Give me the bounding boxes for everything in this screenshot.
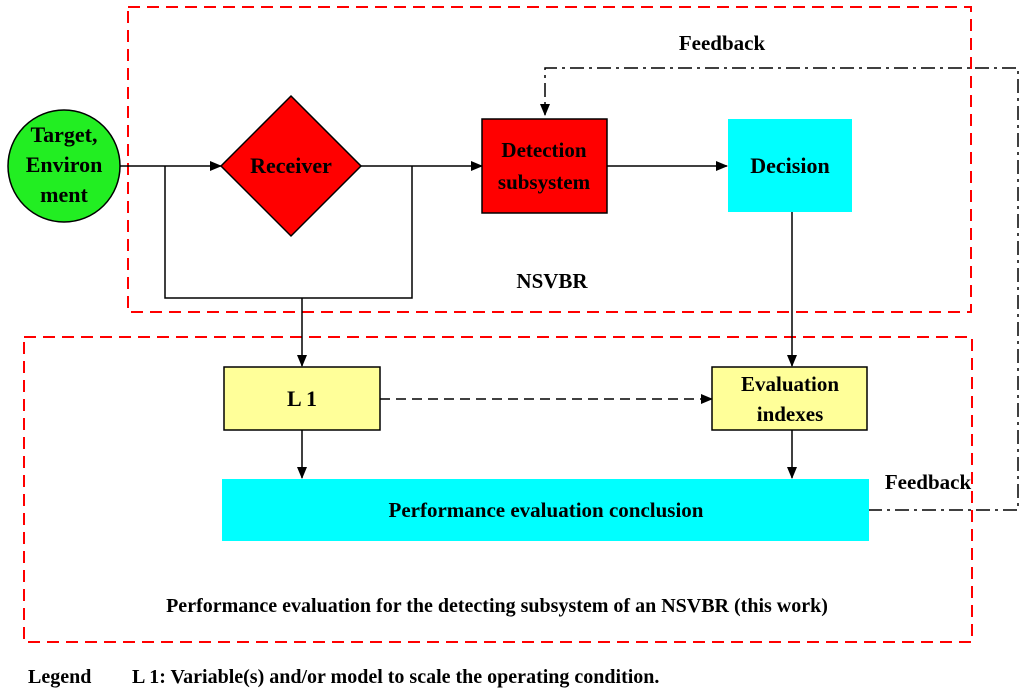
nsvbr-label: NSVBR xyxy=(516,269,588,293)
nsvbr-region xyxy=(127,6,972,313)
performance-conclusion-node xyxy=(222,479,869,541)
feedback-side-label: Feedback xyxy=(885,470,972,494)
feedback-loop-line xyxy=(540,67,1019,511)
detection-label-line1: Detection xyxy=(501,138,586,162)
decision-node xyxy=(728,119,852,212)
l1-node xyxy=(223,366,381,431)
legend-title: Legend xyxy=(28,666,91,688)
decision-label: Decision xyxy=(750,153,829,178)
source-label-line3: ment xyxy=(40,182,88,207)
receiver-tap-loop xyxy=(164,166,413,299)
conclusion-label: Performance evaluation conclusion xyxy=(389,498,704,522)
receiver-node xyxy=(219,94,363,238)
detection-subsystem-node xyxy=(481,118,608,214)
legend-text: L 1: Variable(s) and/or model to scale t… xyxy=(132,666,659,688)
detection-label-line2: subsystem xyxy=(498,170,591,194)
source-label-line1: Target, xyxy=(30,122,97,147)
l1-label: L 1 xyxy=(287,386,317,411)
target-environment-node xyxy=(7,109,121,223)
evaluation-indexes-node xyxy=(711,366,868,431)
feedback-top-label: Feedback xyxy=(679,31,766,55)
work-region-caption: Performance evaluation for the detecting… xyxy=(166,595,828,617)
evaluation-label-line2: indexes xyxy=(757,402,824,426)
evaluation-label-line1: Evaluation xyxy=(741,372,839,396)
source-label-line2: Environ xyxy=(26,152,103,177)
receiver-label: Receiver xyxy=(250,153,332,178)
